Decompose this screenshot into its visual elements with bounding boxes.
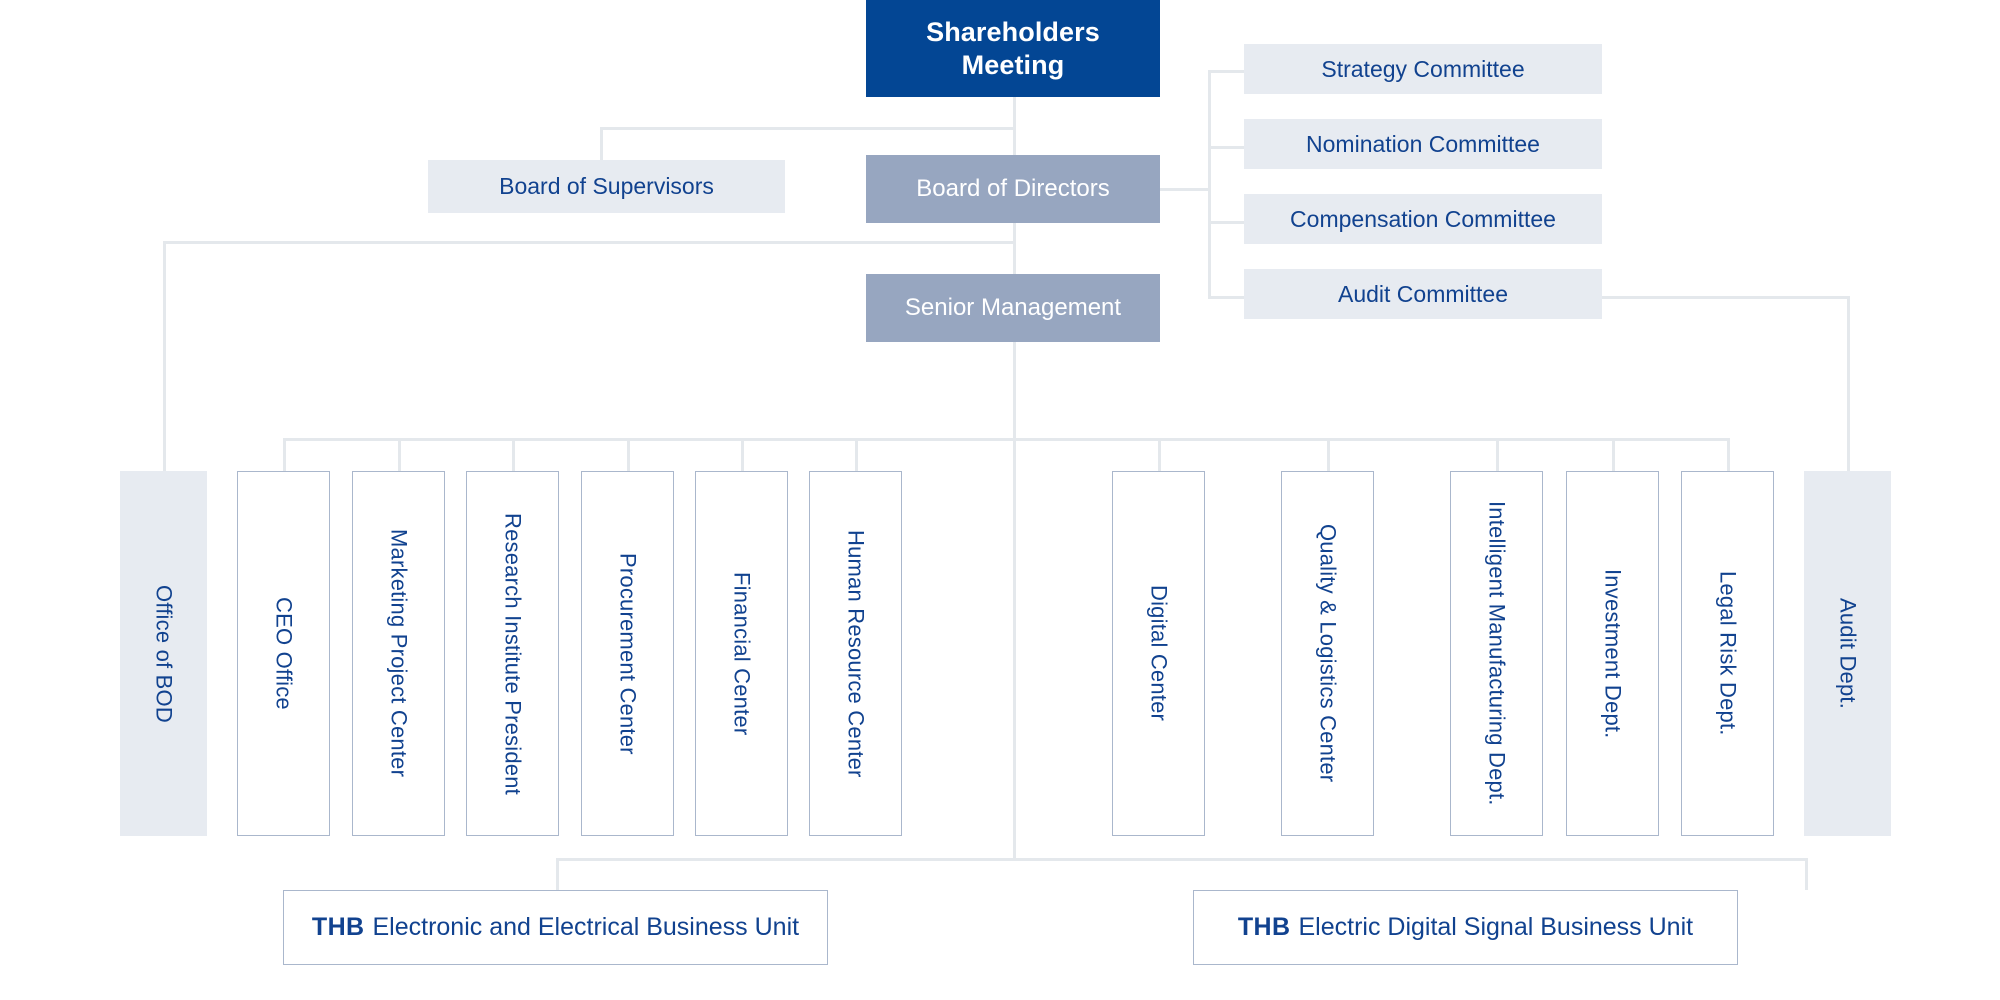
node-committee-compensation[interactable]: Compensation Committee: [1244, 194, 1602, 244]
dept-intelligent-manufacturing[interactable]: Intelligent Manufacturing Dept.: [1450, 471, 1543, 836]
dept-legal-risk[interactable]: Legal Risk Dept.: [1681, 471, 1774, 836]
node-committee-strategy[interactable]: Strategy Committee: [1244, 44, 1602, 94]
dept-label-audit: Audit Dept.: [1835, 597, 1861, 710]
connector-committee-stub-4: [1208, 296, 1244, 299]
connector-committee-stub-1: [1208, 70, 1244, 73]
connector-office-bod-left: [163, 241, 1015, 244]
dept-investment[interactable]: Investment Dept.: [1566, 471, 1659, 836]
connector-office-bod-drop: [163, 241, 166, 471]
connector-audit-committee-right: [1602, 296, 1850, 299]
connector-dept-stub-hr: [855, 438, 858, 471]
connector-dept-stub-legal: [1727, 438, 1730, 471]
committee-label-compensation: Compensation Committee: [1290, 205, 1556, 232]
dept-label-marketing-project-center: Marketing Project Center: [386, 529, 412, 778]
connector-dept-stub-research: [512, 438, 515, 471]
senior-management-label: Senior Management: [904, 294, 1122, 322]
committee-label-strategy: Strategy Committee: [1321, 55, 1525, 82]
connector-dept-stub-quality: [1327, 438, 1330, 471]
dept-label-financial-center: Financial Center: [729, 571, 755, 736]
dept-procurement-center[interactable]: Procurement Center: [581, 471, 674, 836]
dept-research-institute-president[interactable]: Research Institute President: [466, 471, 559, 836]
connector-sm-trunk: [1013, 342, 1016, 861]
dept-audit[interactable]: Audit Dept.: [1804, 471, 1891, 836]
node-shareholders-meeting[interactable]: Shareholders Meeting: [866, 0, 1160, 97]
business-unit-label-left: Electronic and Electrical Business Unit: [372, 913, 800, 941]
business-unit-brand-right: THB: [1237, 913, 1291, 941]
business-unit-brand-left: THB: [311, 913, 365, 941]
node-committee-audit[interactable]: Audit Committee: [1244, 269, 1602, 319]
connector-dept-stub-investment: [1612, 438, 1615, 471]
dept-label-quality-logistics-center: Quality & Logistics Center: [1315, 524, 1341, 783]
connector-dept-stub-marketing: [398, 438, 401, 471]
connector-committee-stub-3: [1208, 221, 1244, 224]
shareholders-meeting-line-2: Meeting: [961, 49, 1065, 80]
dept-label-investment: Investment Dept.: [1600, 568, 1626, 739]
connector-bu-stub-left: [556, 858, 559, 890]
dept-label-human-resource-center: Human Resource Center: [843, 529, 869, 778]
node-senior-management[interactable]: Senior Management: [866, 274, 1160, 342]
dept-label-ceo-office: CEO Office: [271, 597, 297, 710]
connector-bod-to-committee-spine: [1160, 188, 1210, 191]
dept-ceo-office[interactable]: CEO Office: [237, 471, 330, 836]
dept-financial-center[interactable]: Financial Center: [695, 471, 788, 836]
connector-bos-drop: [600, 127, 603, 160]
connector-bu-distribution-bar: [556, 858, 1808, 861]
connector-bod-to-sm: [1013, 223, 1016, 282]
shareholders-meeting-line-1: Shareholders: [926, 16, 1100, 47]
dept-label-intelligent-manufacturing: Intelligent Manufacturing Dept.: [1484, 501, 1510, 806]
connector-bos-horizontal: [600, 127, 1015, 130]
connector-dept-stub-intelligent: [1496, 438, 1499, 471]
connector-committee-spine: [1208, 70, 1211, 296]
board-of-directors-label: Board of Directors: [916, 175, 1110, 203]
connector-audit-dept-drop: [1847, 296, 1850, 471]
business-unit-label-right: Electric Digital Signal Business Unit: [1298, 913, 1694, 941]
board-of-supervisors-label: Board of Supervisors: [499, 173, 714, 200]
dept-label-office-of-bod: Office of BOD: [151, 584, 177, 723]
connector-dept-stub-procurement: [627, 438, 630, 471]
dept-digital-center[interactable]: Digital Center: [1112, 471, 1205, 836]
business-unit-electronic-electrical[interactable]: THB Electronic and Electrical Business U…: [283, 890, 828, 965]
connector-dept-distribution-bar: [283, 438, 1727, 441]
connector-committee-stub-2: [1208, 146, 1244, 149]
connector-dept-stub-financial: [741, 438, 744, 471]
dept-human-resource-center[interactable]: Human Resource Center: [809, 471, 902, 836]
connector-bu-stub-right: [1805, 858, 1808, 890]
dept-marketing-project-center[interactable]: Marketing Project Center: [352, 471, 445, 836]
node-committee-nomination[interactable]: Nomination Committee: [1244, 119, 1602, 169]
dept-quality-logistics-center[interactable]: Quality & Logistics Center: [1281, 471, 1374, 836]
dept-label-research-institute-president: Research Institute President: [500, 512, 526, 795]
dept-label-procurement-center: Procurement Center: [615, 552, 641, 755]
business-unit-electric-digital-signal[interactable]: THB Electric Digital Signal Business Uni…: [1193, 890, 1738, 965]
committee-label-nomination: Nomination Committee: [1306, 130, 1540, 157]
connector-shm-to-bod: [1013, 96, 1016, 168]
dept-office-of-bod[interactable]: Office of BOD: [120, 471, 207, 836]
dept-label-digital-center: Digital Center: [1146, 585, 1172, 722]
committee-label-audit: Audit Committee: [1337, 280, 1508, 307]
dept-label-legal-risk: Legal Risk Dept.: [1715, 571, 1741, 736]
node-board-of-supervisors[interactable]: Board of Supervisors: [428, 160, 785, 213]
connector-dept-stub-digital: [1158, 438, 1161, 471]
node-board-of-directors[interactable]: Board of Directors: [866, 155, 1160, 223]
connector-dept-stub-ceo-office: [283, 438, 286, 471]
